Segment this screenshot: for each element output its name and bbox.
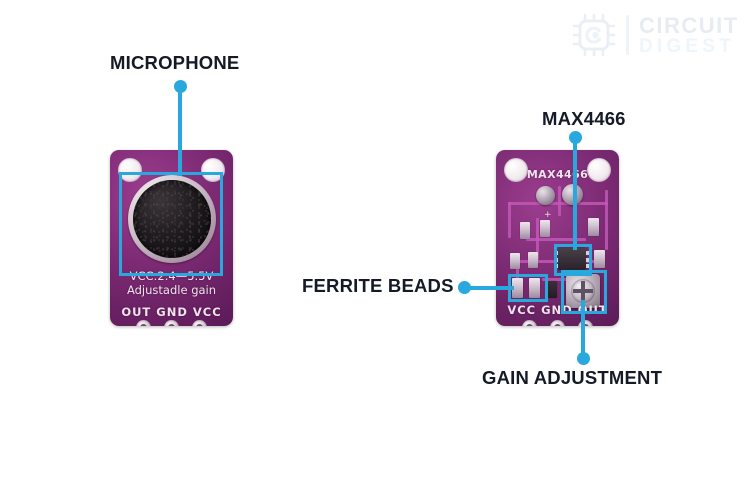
smd-component [510,253,520,269]
watermark-circuit-text: CIRCUIT [639,12,739,38]
leader-line-ferrite-beads [466,285,514,290]
pad-vcc [192,320,207,326]
potentiometer-dial[interactable] [571,279,595,303]
mounting-hole-top-left [118,158,142,182]
chip-icon [572,13,616,57]
leader-dot-gain-adjustment [576,352,590,365]
electret-microphone [128,175,216,263]
silkscreen-plus: + [544,210,552,220]
ferrite-bead-2 [529,278,540,298]
silkscreen-voltage: VCC:2.4—5.5V [129,269,214,283]
ferrite-bead-1 [512,278,523,298]
smd-component [528,252,538,268]
smd-component [588,218,599,236]
smd-component [520,222,530,239]
callout-label-gain-adjustment: GAIN ADJUSTMENT [482,367,663,388]
pad-out [136,320,151,326]
capacitor-1 [536,186,555,205]
silkscreen-part-number: MAX4466 [526,168,589,181]
pad-back-gnd [550,320,565,326]
leader-dot-ferrite-beads [458,281,471,294]
smd-resistor [548,281,557,298]
smd-component [540,220,550,237]
pad-back-vcc [522,320,537,326]
capacitor-2 [562,184,583,205]
callout-label-max4466: MAX4466 [542,108,626,129]
silkscreen-gain: Adjustadle gain [126,283,217,297]
microphone-face [133,180,211,258]
mounting-hole-back-left [504,158,528,182]
callout-label-ferrite-beads: FERRITE BEADS [302,275,454,296]
board-front: VCC:2.4—5.5V Adjustadle gain OUT GND VCC [110,150,233,326]
smd-component [594,250,605,268]
leader-dot-max4466 [568,131,582,144]
leader-line-max4466 [573,138,577,250]
callout-label-microphone: MICROPHONE [110,52,240,73]
leader-dot-microphone [173,80,187,93]
leader-line-gain-adjustment [581,300,585,358]
highlight-box-microphone [119,172,223,276]
mounting-hole-back-right [587,158,611,182]
watermark-digest-text: DIGEST [639,35,735,57]
watermark: CIRCUIT DIGEST [572,8,744,62]
watermark-divider [626,15,629,55]
pad-gnd [164,320,179,326]
silkscreen-pins-front: OUT GND VCC [121,305,222,319]
leader-line-microphone [178,88,182,176]
highlight-box-ferrite-beads [508,274,548,302]
microphone-texture [133,180,211,258]
pad-back-out [578,320,593,326]
